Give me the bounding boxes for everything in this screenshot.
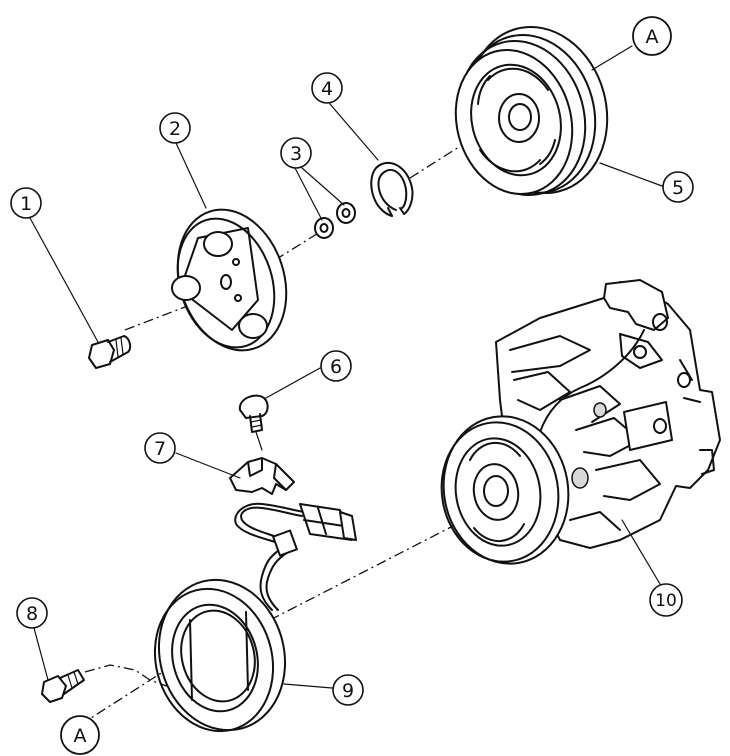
compressor-pulley bbox=[440, 415, 570, 565]
part-bolt-8 bbox=[41, 669, 85, 703]
callout-6-label: 6 bbox=[330, 356, 342, 378]
callout-4: 4 bbox=[311, 72, 343, 104]
callout-9: 9 bbox=[332, 674, 364, 706]
part-screw-6 bbox=[238, 394, 269, 451]
part-bracket-7 bbox=[229, 457, 295, 495]
part-bolt-1 bbox=[88, 335, 132, 369]
callout-5: 5 bbox=[662, 171, 694, 203]
callout-3-label: 3 bbox=[290, 143, 302, 165]
callout-1: 1 bbox=[10, 187, 42, 219]
part-field-coil-9 bbox=[153, 578, 287, 733]
wire-harness bbox=[234, 502, 357, 611]
callout-4-label: 4 bbox=[321, 78, 333, 100]
callout-a-top-label: A bbox=[646, 26, 659, 48]
callout-a-bottom-label: A bbox=[74, 725, 87, 747]
callout-3: 3 bbox=[280, 137, 312, 169]
callout-6: 6 bbox=[320, 350, 352, 382]
callout-10: 10 bbox=[649, 583, 683, 617]
callout-8: 8 bbox=[16, 597, 48, 629]
callout-a-bottom: A bbox=[60, 715, 100, 755]
part-armature-plate-2 bbox=[171, 208, 288, 352]
part-snap-ring-4 bbox=[370, 161, 414, 217]
callout-5-label: 5 bbox=[672, 177, 684, 199]
part-pulley-5 bbox=[454, 25, 609, 197]
callout-2: 2 bbox=[159, 112, 191, 144]
part-shims-3 bbox=[314, 202, 356, 239]
callout-7-label: 7 bbox=[154, 438, 166, 460]
leader-lines bbox=[29, 45, 663, 689]
callout-10-label: 10 bbox=[655, 591, 677, 611]
callout-1-label: 1 bbox=[20, 193, 32, 215]
callout-7: 7 bbox=[144, 432, 176, 464]
callout-8-label: 8 bbox=[26, 603, 38, 625]
callout-2-label: 2 bbox=[169, 118, 181, 140]
callout-9-label: 9 bbox=[342, 680, 354, 702]
callout-a-top: A bbox=[632, 16, 672, 56]
